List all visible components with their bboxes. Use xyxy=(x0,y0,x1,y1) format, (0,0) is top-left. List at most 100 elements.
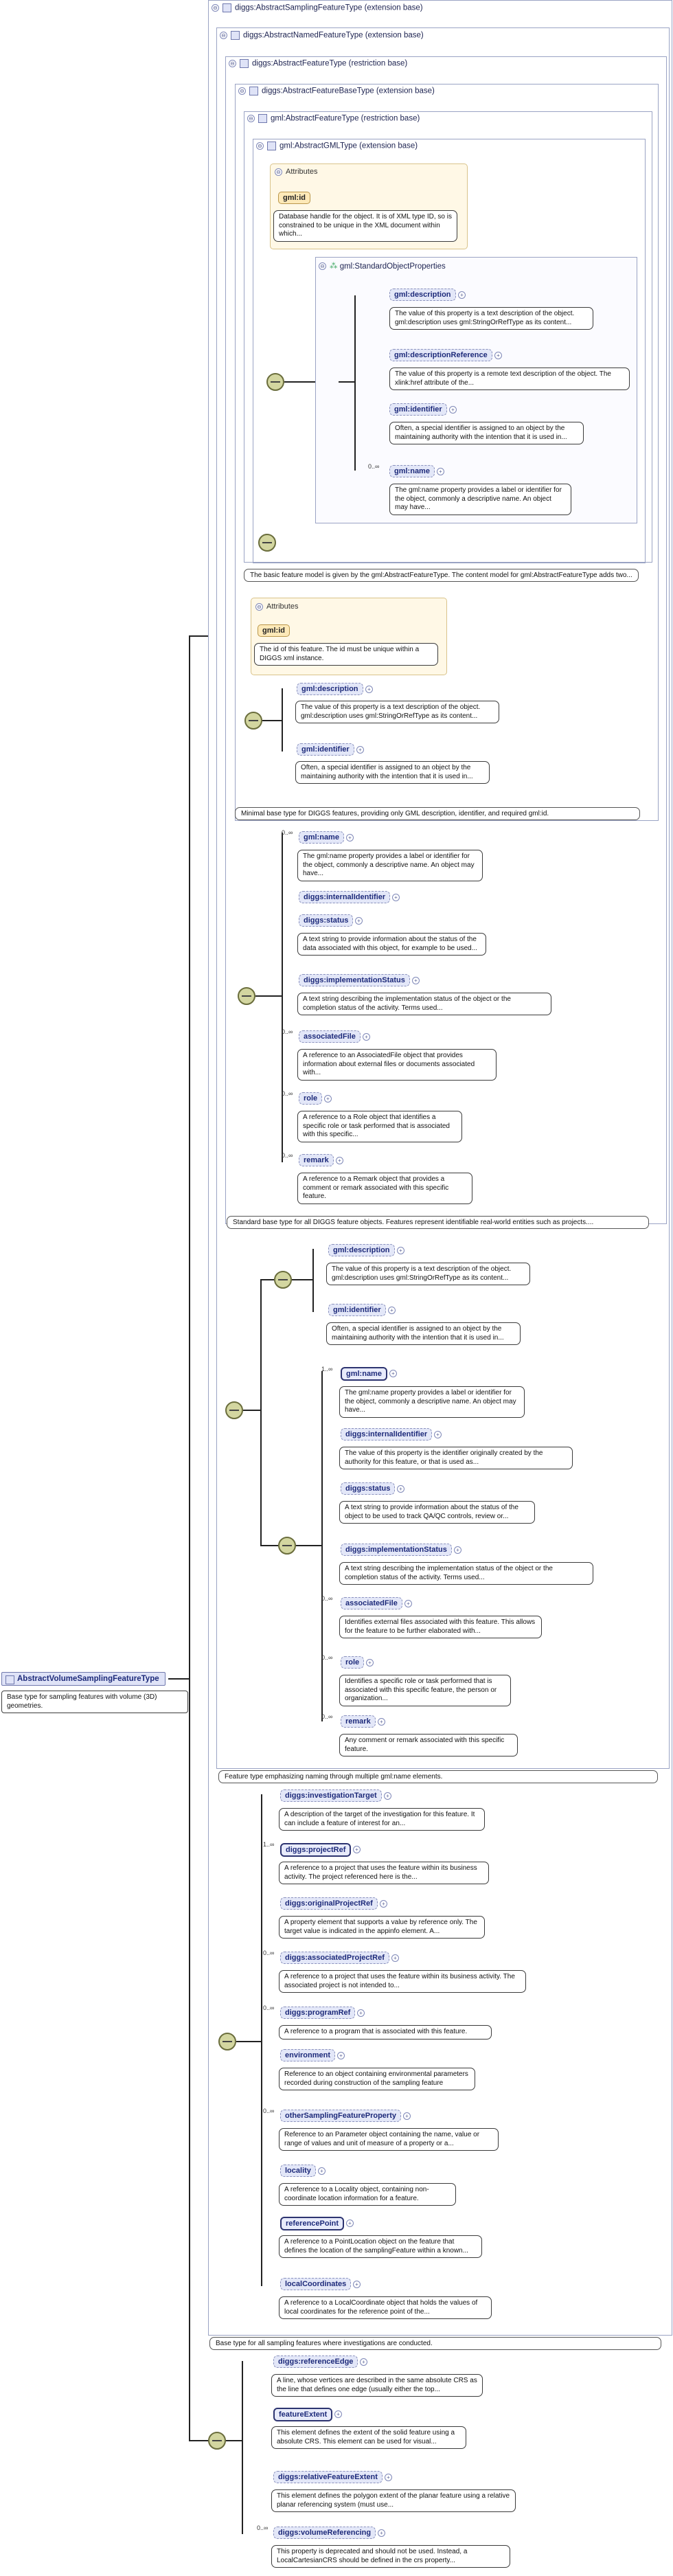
expand-icon[interactable]: + xyxy=(378,1718,385,1726)
type-header[interactable]: ⊖gml:AbstractFeatureType (restriction ba… xyxy=(247,114,420,123)
element-diggs-status[interactable]: diggs:status xyxy=(299,914,354,927)
collapse-icon[interactable]: ⊖ xyxy=(238,87,246,95)
expand-icon[interactable]: + xyxy=(357,2009,365,2017)
expand-icon[interactable]: + xyxy=(318,2167,326,2175)
element-remark[interactable]: remark xyxy=(341,1715,376,1728)
element-diggs-project-ref[interactable]: diggs:projectRef xyxy=(280,1843,352,1857)
expand-icon[interactable]: + xyxy=(454,1546,461,1554)
element-diggs-reference-edge[interactable]: diggs:referenceEdge xyxy=(273,2355,358,2368)
expand-icon[interactable]: + xyxy=(458,291,466,299)
element-gml-identifier[interactable]: gml:identifier xyxy=(328,1304,386,1316)
type-header[interactable]: ⊖diggs:AbstractNamedFeatureType (extensi… xyxy=(220,31,424,40)
expand-icon[interactable]: + xyxy=(365,686,373,693)
sequence-compositor-icon[interactable] xyxy=(274,1271,292,1289)
expand-icon[interactable]: + xyxy=(346,834,354,841)
element-gml-description-reference[interactable]: gml:descriptionReference xyxy=(389,349,492,361)
expand-icon[interactable]: + xyxy=(356,746,364,754)
expand-icon[interactable]: + xyxy=(397,1247,404,1254)
collapse-icon[interactable]: ⊖ xyxy=(220,32,227,39)
expand-icon[interactable]: + xyxy=(437,468,444,475)
expand-icon[interactable]: + xyxy=(337,2052,345,2059)
collapse-icon[interactable]: ⊖ xyxy=(229,60,236,67)
collapse-icon[interactable]: ⊖ xyxy=(212,4,219,12)
expand-icon[interactable]: + xyxy=(336,1157,343,1164)
expand-icon[interactable]: + xyxy=(389,1370,397,1377)
attributes-title[interactable]: ⊖Attributes xyxy=(275,168,317,176)
expand-icon[interactable]: + xyxy=(494,352,502,359)
element-diggs-implementation-status[interactable]: diggs:implementationStatus xyxy=(341,1544,452,1556)
attribute-gml-id[interactable]: gml:id xyxy=(278,192,310,204)
expand-icon[interactable]: + xyxy=(391,1954,399,1962)
type-header[interactable]: ⊖diggs:AbstractFeatureType (restriction … xyxy=(229,59,407,68)
collapse-icon[interactable]: ⊖ xyxy=(247,115,255,122)
sequence-compositor-icon[interactable] xyxy=(225,1401,243,1419)
element-gml-description[interactable]: gml:description xyxy=(297,683,363,695)
expand-icon[interactable]: + xyxy=(366,1659,374,1667)
element-role[interactable]: role xyxy=(299,1092,323,1105)
element-remark[interactable]: remark xyxy=(299,1154,334,1166)
element-associated-file[interactable]: associatedFile xyxy=(299,1030,361,1043)
element-gml-identifier[interactable]: gml:identifier xyxy=(389,403,447,416)
element-feature-extent[interactable]: featureExtent xyxy=(273,2408,333,2421)
element-local-coordinates[interactable]: localCoordinates xyxy=(280,2278,352,2290)
type-header[interactable]: ⊖gml:AbstractGMLType (extension base) xyxy=(256,142,418,150)
element-gml-name[interactable]: gml:name xyxy=(299,831,344,844)
element-diggs-original-project-ref[interactable]: diggs:originalProjectRef xyxy=(280,1897,378,1910)
expand-icon[interactable]: + xyxy=(324,1095,332,1103)
root-type-name[interactable]: AbstractVolumeSamplingFeatureType xyxy=(1,1672,166,1686)
element-role[interactable]: role xyxy=(341,1656,365,1669)
sequence-compositor-icon[interactable] xyxy=(218,2033,236,2050)
element-gml-description[interactable]: gml:description xyxy=(389,289,456,301)
expand-icon[interactable]: + xyxy=(334,2410,342,2418)
element-diggs-program-ref[interactable]: diggs:programRef xyxy=(280,2007,356,2019)
expand-icon[interactable]: + xyxy=(412,977,420,984)
sequence-compositor-icon[interactable] xyxy=(258,534,276,552)
expand-icon[interactable]: + xyxy=(353,2281,361,2288)
expand-icon[interactable]: + xyxy=(355,917,363,925)
attributes-title[interactable]: ⊖Attributes xyxy=(255,602,298,611)
group-header[interactable]: ⊖⁂ gml:StandardObjectProperties xyxy=(319,261,446,271)
attribute-gml-id[interactable]: gml:id xyxy=(258,624,290,637)
expand-icon[interactable]: + xyxy=(380,1900,387,1908)
sequence-compositor-icon[interactable] xyxy=(244,712,262,730)
element-reference-point[interactable]: referencePoint xyxy=(280,2217,345,2230)
expand-icon[interactable]: + xyxy=(397,1485,404,1493)
collapse-icon[interactable]: ⊖ xyxy=(256,142,264,150)
element-diggs-associated-project-ref[interactable]: diggs:associatedProjectRef xyxy=(280,1952,389,1964)
element-diggs-implementation-status[interactable]: diggs:implementationStatus xyxy=(299,974,410,986)
expand-icon[interactable]: + xyxy=(360,2358,367,2366)
element-diggs-status[interactable]: diggs:status xyxy=(341,1482,396,1495)
element-diggs-relative-feature-extent[interactable]: diggs:relativeFeatureExtent xyxy=(273,2471,383,2483)
element-gml-identifier[interactable]: gml:identifier xyxy=(297,743,354,756)
element-gml-name[interactable]: gml:name xyxy=(389,465,435,477)
element-diggs-volume-referencing[interactable]: diggs:volumeReferencing xyxy=(273,2527,376,2539)
expand-icon[interactable]: + xyxy=(404,1600,412,1607)
expand-icon[interactable]: + xyxy=(434,1431,442,1438)
element-associated-file[interactable]: associatedFile xyxy=(341,1597,402,1609)
element-gml-description[interactable]: gml:description xyxy=(328,1244,395,1256)
expand-icon[interactable]: + xyxy=(378,2529,385,2537)
sequence-compositor-icon[interactable] xyxy=(278,1537,296,1555)
sequence-compositor-icon[interactable] xyxy=(208,2432,226,2450)
expand-icon[interactable]: + xyxy=(392,894,400,901)
element-other-sampling-feature-property[interactable]: otherSamplingFeatureProperty xyxy=(280,2110,401,2122)
element-locality[interactable]: locality xyxy=(280,2165,316,2177)
expand-icon[interactable]: + xyxy=(449,406,457,414)
expand-icon[interactable]: + xyxy=(403,2112,411,2120)
collapse-icon[interactable]: ⊖ xyxy=(275,168,282,176)
element-diggs-internal-identifier[interactable]: diggs:internalIdentifier xyxy=(341,1428,433,1440)
collapse-icon[interactable]: ⊖ xyxy=(255,602,263,611)
sequence-compositor-icon[interactable] xyxy=(266,373,284,391)
expand-icon[interactable]: + xyxy=(385,2474,392,2481)
element-diggs-internal-identifier[interactable]: diggs:internalIdentifier xyxy=(299,891,391,903)
collapse-icon[interactable]: ⊖ xyxy=(319,262,326,271)
expand-icon[interactable]: + xyxy=(363,1033,370,1041)
expand-icon[interactable]: + xyxy=(353,1846,361,1853)
type-header[interactable]: ⊖diggs:AbstractFeatureBaseType (extensio… xyxy=(238,87,435,95)
element-gml-name[interactable]: gml:name xyxy=(341,1367,387,1381)
expand-icon[interactable]: + xyxy=(346,2219,354,2227)
expand-icon[interactable]: + xyxy=(384,1792,391,1800)
element-environment[interactable]: environment xyxy=(280,2049,336,2061)
expand-icon[interactable]: + xyxy=(388,1307,396,1314)
element-diggs-investigation-target[interactable]: diggs:investigationTarget xyxy=(280,1789,382,1802)
